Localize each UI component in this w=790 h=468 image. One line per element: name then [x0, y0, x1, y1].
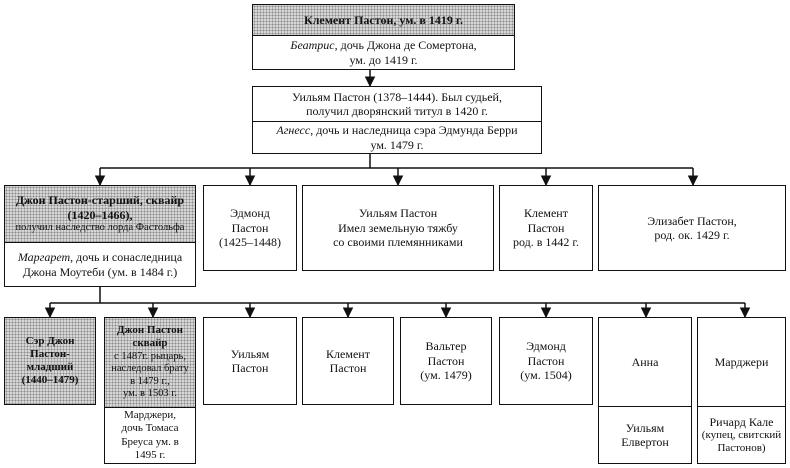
- margery-brews-line2: дочь Томаса: [121, 422, 179, 435]
- sir-john-line4: (1440–1479): [21, 374, 79, 387]
- beatrice-desc: , дочь Джона де Сомертона,: [334, 38, 477, 53]
- edmond-1-line2: Пастон: [231, 220, 269, 235]
- beatrice-name: Беатрис: [290, 38, 335, 53]
- clement-2-line3: род. в 1442 г.: [513, 235, 579, 250]
- node-john-paston-sr: Джон Пастон-старший, сквайр (1420–1466),…: [5, 186, 195, 242]
- clement-3-line2: Пастон: [329, 361, 367, 375]
- node-anne: Анна: [599, 318, 691, 406]
- sir-john-line2: Пастон-: [30, 347, 70, 360]
- sir-john-line3: младший: [26, 361, 74, 373]
- clement-2-line1: Клемент: [524, 206, 568, 221]
- john-sr-line2: (1420–1466),: [67, 207, 133, 222]
- node-beatrice: Беатрис, дочь Джона де Сомертона, ум. до…: [253, 35, 514, 69]
- clement-sr-name: Клемент Пастон, ум. в 1419 г.: [304, 12, 463, 27]
- agnes-name: Агнесс: [276, 123, 311, 138]
- node-agnes: Агнесс, дочь и наследница сэра Эдмунда Б…: [253, 121, 541, 153]
- richard-cale-line1: Ричард Кале: [709, 414, 774, 429]
- john-squire-line2: сквайр: [132, 337, 168, 350]
- william-3-line2: Пастон: [231, 361, 269, 375]
- edmond-1-line1: Эдмонд: [230, 206, 270, 221]
- margery-brews-line1: Марджери,: [123, 409, 177, 422]
- anne-name: Анна: [631, 354, 659, 369]
- clement-3-line1: Клемент: [326, 346, 370, 361]
- john-sr-line3: получил наследство лорда Фастольфа: [15, 222, 185, 234]
- node-clement-paston-3: Клемент Пастон: [302, 317, 394, 405]
- margery-brews-line3: Бреуса ум. в: [121, 435, 179, 448]
- walter-line2: Пастон: [427, 353, 465, 368]
- elverton-line2: Елвертон: [621, 435, 669, 449]
- margaret-name: Маргарет: [17, 250, 71, 265]
- richard-cale-line3: Пастонов): [717, 442, 766, 455]
- couple-clement-beatrice: Клемент Пастон, ум. в 1419 г. Беатрис, д…: [252, 4, 515, 70]
- john-squire-line1: Джон Пастон: [117, 324, 183, 337]
- node-william-paston-judge: Уильям Пастон (1378–1444). Был судьей, п…: [253, 87, 541, 121]
- node-margaret: Маргарет, дочь и сонаследница Джона Моут…: [5, 242, 195, 286]
- richard-cale-line2: (купец, свитский: [701, 429, 782, 441]
- node-sir-john-paston-jr: Сэр Джон Пастон- младший (1440–1479): [4, 317, 96, 405]
- william-3-line1: Уильям: [230, 346, 270, 361]
- node-margery-paston: Марджери: [698, 318, 785, 406]
- node-walter-paston: Вальтер Пастон (ум. 1479): [400, 317, 492, 405]
- node-edmond-paston-2: Эдмонд Пастон (ум. 1504): [499, 317, 593, 405]
- node-john-paston-squire: Джон Пастон сквайр с 1487г. рыцарь, насл…: [105, 318, 195, 407]
- edmond-2-line1: Эдмонд: [526, 339, 566, 354]
- node-elizabeth-paston: Элизабет Пастон, род. ок. 1429 г.: [598, 185, 786, 271]
- margery-2-name: Марджери: [714, 354, 769, 369]
- node-clement-paston: Клемент Пастон, ум. в 1419 г.: [253, 5, 514, 35]
- edmond-2-line3: (ум. 1504): [520, 368, 572, 383]
- node-william-paston-2: Уильям Пастон Имел земельную тяжбу со св…: [302, 185, 494, 271]
- couple-margery-richard: Марджери Ричард Кале (купец, свитский Па…: [697, 317, 786, 464]
- edmond-1-line3: (1425–1448): [219, 235, 281, 250]
- couple-john-margaret: Джон Пастон-старший, сквайр (1420–1466),…: [4, 185, 196, 287]
- john-squire-line4: наследовал брату: [111, 363, 189, 375]
- william-sr-line2: получил дворянский титул в 1420 г.: [306, 104, 488, 118]
- margaret-line2: Джона Моутеби (ум. в 1484 г.): [22, 264, 178, 279]
- node-clement-paston-2: Клемент Пастон род. в 1442 г.: [499, 185, 593, 271]
- margery-brews-line4: 1495 г.: [134, 448, 166, 461]
- node-william-elverton: Уильям Елвертон: [599, 406, 691, 463]
- edmond-2-line2: Пастон: [527, 353, 565, 368]
- elverton-line1: Уильям: [625, 420, 665, 435]
- john-squire-line6: ум. в 1503 г.: [123, 388, 177, 400]
- sir-john-line1: Сэр Джон: [25, 334, 75, 347]
- couple-william-agnes: Уильям Пастон (1378–1444). Был судьей, п…: [252, 86, 542, 154]
- agnes-desc: , дочь и наследница сэра Эдмунда Берри: [310, 123, 518, 138]
- john-sr-line1: Джон Пастон-старший, сквайр: [15, 193, 185, 208]
- node-edmond-paston-1: Эдмонд Пастон (1425–1448): [203, 185, 297, 271]
- couple-anne-william: Анна Уильям Елвертон: [598, 317, 692, 464]
- elizabeth-line1: Элизабет Пастон,: [647, 213, 737, 228]
- william-2-line3: со своими племянниками: [333, 235, 463, 250]
- beatrice-death: ум. до 1419 г.: [349, 52, 418, 67]
- node-margery-brews: Марджери, дочь Томаса Бреуса ум. в 1495 …: [105, 407, 195, 463]
- clement-2-line2: Пастон: [527, 220, 565, 235]
- couple-john-margery: Джон Пастон сквайр с 1487г. рыцарь, насл…: [104, 317, 196, 464]
- william-sr-line1: Уильям Пастон (1378–1444). Был судьей,: [292, 89, 502, 104]
- william-2-line2: Имел земельную тяжбу: [338, 220, 458, 235]
- node-richard-cale: Ричард Кале (купец, свитский Пастонов): [698, 406, 785, 463]
- john-squire-line5: в 1479 г.,: [130, 375, 170, 387]
- agnes-death: ум. 1479 г.: [370, 137, 424, 152]
- john-squire-line3: с 1487г. рыцарь,: [114, 350, 186, 362]
- margaret-desc: , дочь и сонаследница: [70, 250, 183, 265]
- elizabeth-line2: род. ок. 1429 г.: [654, 228, 730, 242]
- william-2-line1: Уильям Пастон: [358, 206, 438, 221]
- walter-line3: (ум. 1479): [420, 368, 472, 383]
- node-william-paston-3: Уильям Пастон: [203, 317, 297, 405]
- walter-line1: Вальтер: [425, 339, 467, 354]
